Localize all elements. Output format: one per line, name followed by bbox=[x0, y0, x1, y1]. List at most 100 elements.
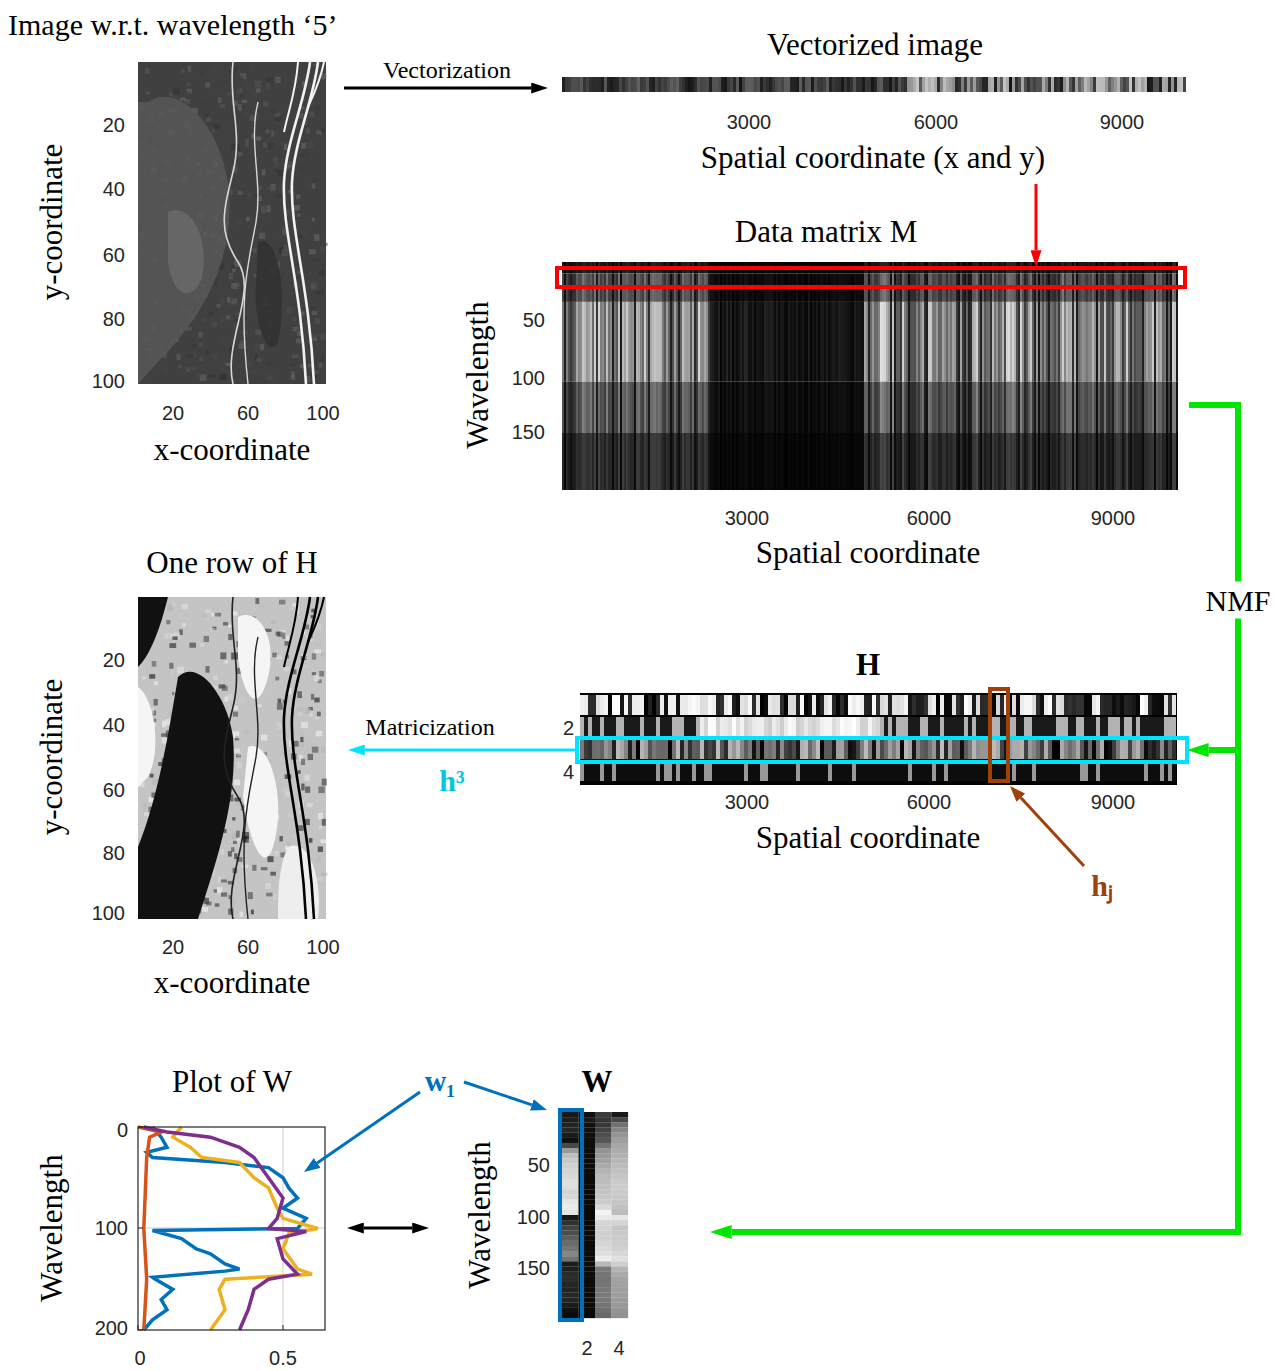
image-texture bbox=[274, 161, 278, 168]
matrix-cell bbox=[850, 382, 852, 433]
image-texture bbox=[182, 623, 186, 627]
vector-stripe bbox=[598, 77, 601, 92]
image-texture bbox=[320, 247, 326, 253]
matrix-cell bbox=[566, 382, 568, 433]
matrix-cell bbox=[682, 433, 684, 490]
vector-stripe bbox=[685, 77, 688, 92]
vector-stripe bbox=[736, 77, 739, 92]
image-texture bbox=[314, 649, 321, 653]
image-texture bbox=[187, 83, 191, 86]
matrix-cell bbox=[850, 302, 852, 382]
matrix-cell bbox=[670, 382, 672, 433]
matrix-cell bbox=[900, 433, 902, 490]
vector-stripe bbox=[565, 77, 568, 92]
image-texture bbox=[267, 375, 273, 380]
matrix-cell bbox=[776, 382, 778, 433]
matrix-cell bbox=[830, 302, 832, 382]
matrix-cell bbox=[768, 302, 770, 382]
matrix-cell bbox=[674, 382, 676, 433]
matrix-cell bbox=[618, 433, 620, 490]
matrix-cell bbox=[874, 382, 876, 433]
matrix-cell bbox=[604, 382, 606, 433]
image-texture bbox=[237, 191, 243, 195]
matrix-cell bbox=[566, 302, 568, 382]
image-texture bbox=[202, 907, 208, 912]
matrix-cell bbox=[744, 382, 746, 433]
matrix-cell bbox=[648, 382, 650, 433]
matrix-cell bbox=[622, 302, 624, 382]
image-texture bbox=[210, 628, 216, 632]
matrix-cell bbox=[922, 302, 924, 382]
vector-stripe bbox=[739, 77, 742, 92]
image-texture bbox=[233, 841, 237, 844]
vector-stripe bbox=[724, 77, 727, 92]
vector-stripe bbox=[883, 77, 886, 92]
vector-stripe bbox=[934, 77, 937, 92]
matrix-cell bbox=[580, 382, 582, 433]
vector-stripe bbox=[718, 77, 721, 92]
vector-stripe bbox=[1066, 77, 1069, 92]
matrix-cell bbox=[644, 433, 646, 490]
matrix-cell bbox=[890, 433, 892, 490]
matrix-cell bbox=[742, 302, 744, 382]
matrix-cell bbox=[924, 382, 926, 433]
matrix-cell bbox=[894, 302, 896, 382]
vector-stripe bbox=[730, 77, 733, 92]
matrix-cell bbox=[662, 433, 664, 490]
image-texture bbox=[267, 77, 273, 83]
vector-stripe bbox=[691, 77, 694, 92]
vector-stripe bbox=[982, 77, 985, 92]
image-texture bbox=[229, 273, 233, 280]
vector-stripe bbox=[592, 77, 595, 92]
vector-stripe bbox=[625, 77, 628, 92]
image-texture bbox=[172, 636, 177, 639]
highway-line bbox=[308, 62, 324, 107]
image-texture bbox=[218, 97, 222, 103]
image-texture bbox=[213, 123, 220, 129]
image-texture bbox=[191, 344, 197, 348]
matrix-cell bbox=[682, 302, 684, 382]
vector-stripe bbox=[970, 77, 973, 92]
image-texture bbox=[267, 205, 271, 212]
vector-stripe bbox=[778, 77, 781, 92]
matrix-cell bbox=[768, 382, 770, 433]
vector-stripe bbox=[976, 77, 979, 92]
matrix-cell bbox=[614, 433, 616, 490]
image-texture bbox=[220, 849, 223, 855]
matrix-cell bbox=[926, 382, 928, 433]
matrix-cell bbox=[808, 302, 810, 382]
matrix-cell bbox=[846, 302, 848, 382]
matrix-cell bbox=[760, 382, 762, 433]
image-texture bbox=[233, 712, 238, 717]
matrix-cell bbox=[744, 302, 746, 382]
image-texture bbox=[253, 370, 257, 374]
matrix-cell bbox=[660, 433, 662, 490]
vector-stripe bbox=[997, 77, 1000, 92]
matrix-cell bbox=[778, 382, 780, 433]
matrix-cell bbox=[834, 302, 836, 382]
matrix-cell bbox=[672, 433, 674, 490]
vector-stripe bbox=[1039, 77, 1042, 92]
matrix-cell bbox=[666, 433, 668, 490]
matrix-cell bbox=[648, 302, 650, 382]
matrix-cell bbox=[602, 302, 604, 382]
vector-stripe bbox=[577, 77, 580, 92]
image-texture bbox=[321, 356, 324, 362]
matrix-cell bbox=[858, 382, 860, 433]
vector-stripe bbox=[781, 77, 784, 92]
matrix-cell bbox=[776, 302, 778, 382]
matrix-cell bbox=[754, 433, 756, 490]
matrix-cell bbox=[652, 382, 654, 433]
vector-stripe bbox=[871, 77, 874, 92]
image-texture bbox=[256, 358, 261, 362]
matrix-cell bbox=[914, 302, 916, 382]
matrix-cell bbox=[620, 302, 622, 382]
matrix-cell bbox=[582, 433, 584, 490]
vector-stripe bbox=[916, 77, 919, 92]
image-texture bbox=[234, 780, 240, 786]
image-texture bbox=[214, 88, 219, 91]
image-texture bbox=[319, 825, 322, 829]
image-texture bbox=[244, 112, 248, 117]
vector-stripe bbox=[805, 77, 808, 92]
vector-stripe bbox=[799, 77, 802, 92]
